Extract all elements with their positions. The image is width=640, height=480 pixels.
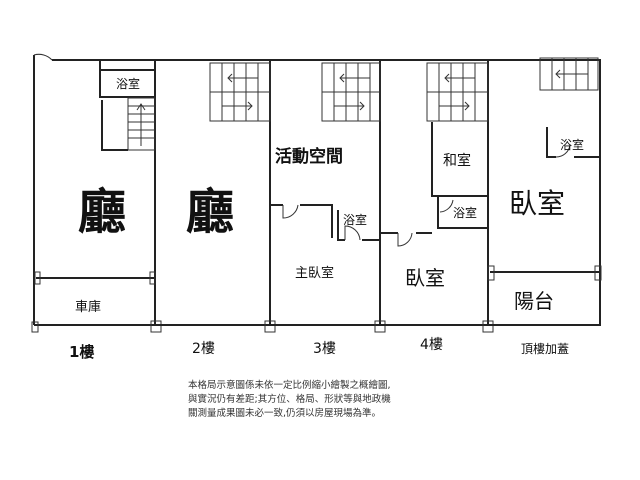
floor-3-door xyxy=(282,204,299,219)
floor-roof-label: 頂樓加蓋 xyxy=(521,341,569,356)
floor-1-stair xyxy=(101,97,156,151)
floor-3: 活動空間 浴室 主臥室 3樓 xyxy=(270,59,386,357)
disclaimer-line: 與實況仍有差距;其方位、格局、形狀等與地政機 xyxy=(188,394,391,405)
floor-roof-bath-wall xyxy=(546,127,600,158)
disclaimer-line: 關測量成果圖未必一致,仍須以房屋現場為準。 xyxy=(188,408,382,419)
floor-3-outline xyxy=(270,59,381,326)
floor-1-label: 1樓 xyxy=(69,343,94,361)
floor-1-bath-room xyxy=(99,69,156,98)
floor-roof-bath-label: 浴室 xyxy=(560,137,584,152)
floor-3-bath-label: 浴室 xyxy=(343,212,367,227)
floor-1-column xyxy=(34,271,41,285)
floor-4-label: 4樓 xyxy=(420,337,443,353)
floor-2-stair xyxy=(209,62,271,122)
floor-4-bath-door xyxy=(439,199,454,213)
floor-1-main-label: 廳 xyxy=(78,184,126,240)
floor-2-main-label: 廳 xyxy=(186,184,234,240)
floor-2-label: 2樓 xyxy=(192,341,215,357)
floor-4: 和室 浴室 臥室 4樓 xyxy=(380,59,494,353)
floor-2-outline xyxy=(155,59,271,326)
floor-4-bedroom-label: 臥室 xyxy=(405,266,445,290)
floor-roof-outline xyxy=(488,59,601,326)
floor-2: 廳 2樓 xyxy=(155,59,276,357)
floor-3-activity-label: 活動空間 xyxy=(275,146,343,167)
floor-roof-balcony-label: 陽台 xyxy=(514,289,554,313)
floor-1: 浴室 廳 車庫 1樓 xyxy=(31,53,162,361)
floor-3-stair xyxy=(321,62,381,122)
floor-roof-bedroom-label: 臥室 xyxy=(509,187,565,220)
floor-4-bath-label: 浴室 xyxy=(453,205,477,220)
floor-roof-stair xyxy=(539,57,599,91)
floor-1-garage-label: 車庫 xyxy=(75,300,101,315)
floor-3-bath-door xyxy=(344,225,361,241)
floor-1-bath-label: 浴室 xyxy=(116,76,140,91)
floor-roof-bath-door xyxy=(555,144,571,158)
floor-4-stair xyxy=(426,62,489,122)
floor-4-japanese-label: 和室 xyxy=(443,152,471,169)
floor-roof: 浴室 臥室 陽台 頂樓加蓋 xyxy=(487,57,602,356)
floor-4-partition xyxy=(380,122,488,234)
floor-1-door-arc xyxy=(33,53,53,61)
floor-4-outline xyxy=(380,59,489,326)
disclaimer-line: 本格局示意圖係未依一定比例縮小繪製之概繪圖, xyxy=(188,380,391,391)
floor-4-door xyxy=(397,232,413,247)
floor-3-label: 3樓 xyxy=(313,341,336,357)
floor-3-master-label: 主臥室 xyxy=(295,265,334,281)
floor-3-partition xyxy=(270,204,380,241)
